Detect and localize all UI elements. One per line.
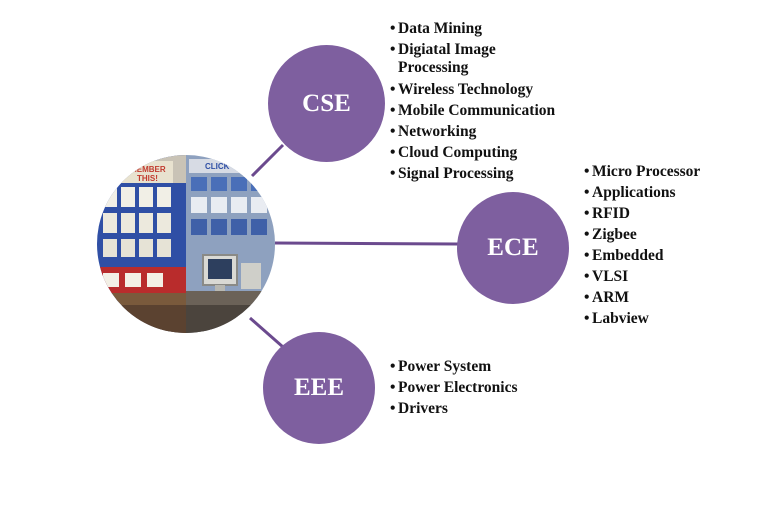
eee-topic-list: •Power System •Power Electronics •Driver…	[390, 356, 518, 419]
cse-topic-item: •Cloud Computing	[390, 144, 518, 161]
ece-topic-item: •Embedded	[584, 247, 664, 264]
cse-topic-item: •Networking	[390, 123, 477, 140]
svg-text:CLICK: CLICK	[205, 162, 230, 171]
svg-text:THIS!: THIS!	[137, 174, 158, 183]
cse-topic-list: •Data Mining •Digiatal Image Processing …	[390, 18, 555, 184]
branch-ece-node: ECE	[457, 192, 569, 304]
branch-eee-label: EEE	[293, 374, 345, 401]
cse-topic-item: •Mobile Communication	[390, 102, 556, 119]
ece-topic-item: •RFID	[584, 205, 630, 222]
svg-text:REMEMBER: REMEMBER	[119, 165, 166, 174]
eee-topic-item: •Power Electronics	[390, 379, 518, 396]
cse-topic-item: •Digiatal Image Processing	[390, 41, 496, 76]
eee-topic-item: •Drivers	[390, 400, 448, 417]
ece-topic-item: •Applications	[584, 184, 676, 201]
ece-topic-item: •VLSI	[584, 268, 629, 285]
connector-eee	[249, 316, 284, 349]
ece-topic-list: •Micro Processor •Applications •RFID •Zi…	[584, 161, 700, 329]
cse-topic-item: •Data Mining	[390, 20, 482, 37]
ece-topic-item: •Zigbee	[584, 226, 637, 243]
ece-topic-item: •ARM	[584, 289, 630, 306]
ece-topic-item: •Micro Processor	[584, 163, 701, 180]
connector-cse	[250, 143, 285, 178]
branch-cse-label: CSE	[302, 89, 351, 117]
lab-exhibition-photo-icon: REMEMBER THIS! CLICK	[97, 155, 275, 333]
cse-topic-item: •Wireless Technology	[390, 81, 534, 98]
cse-topic-item: •Signal Processing	[390, 165, 514, 182]
connector-ece	[274, 241, 459, 246]
branch-cse-node: CSE	[268, 45, 385, 162]
eee-topic-item: •Power System	[390, 358, 492, 375]
ece-topic-item: •Labview	[584, 310, 649, 327]
branch-eee-node: EEE	[263, 332, 375, 444]
hub-photo: REMEMBER THIS! CLICK	[97, 155, 275, 333]
branch-ece-label: ECE	[487, 234, 539, 261]
